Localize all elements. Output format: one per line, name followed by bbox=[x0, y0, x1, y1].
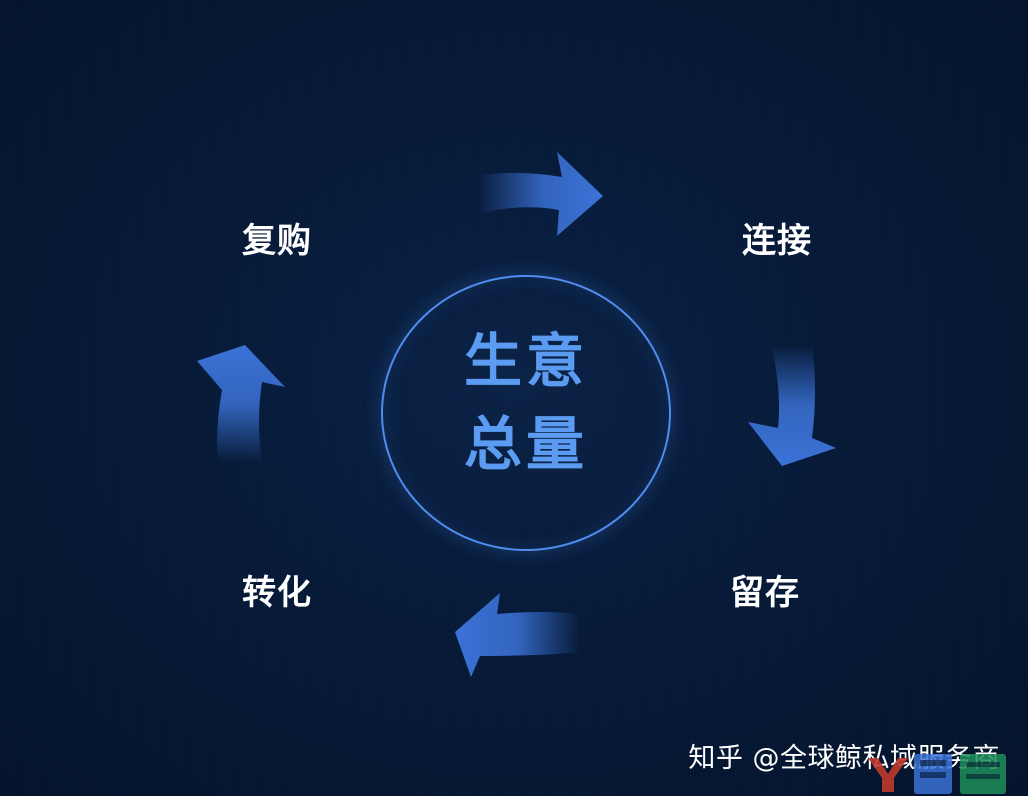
stage-label-repurchase: 复购 bbox=[242, 221, 312, 261]
center-circle: 生意 总量 bbox=[381, 275, 671, 551]
corner-logo-icon bbox=[868, 754, 1006, 794]
arrow-right bbox=[748, 345, 836, 466]
stage-label-convert: 转化 bbox=[242, 573, 312, 613]
stage-label-retain: 留存 bbox=[730, 573, 800, 613]
arrow-left bbox=[197, 345, 285, 462]
stage-label-connect: 连接 bbox=[742, 221, 812, 261]
arrow-top bbox=[478, 152, 603, 236]
arrow-bottom bbox=[455, 593, 580, 677]
center-title-line2: 总量 bbox=[463, 410, 588, 478]
center-title-line1: 生意 bbox=[463, 327, 588, 395]
